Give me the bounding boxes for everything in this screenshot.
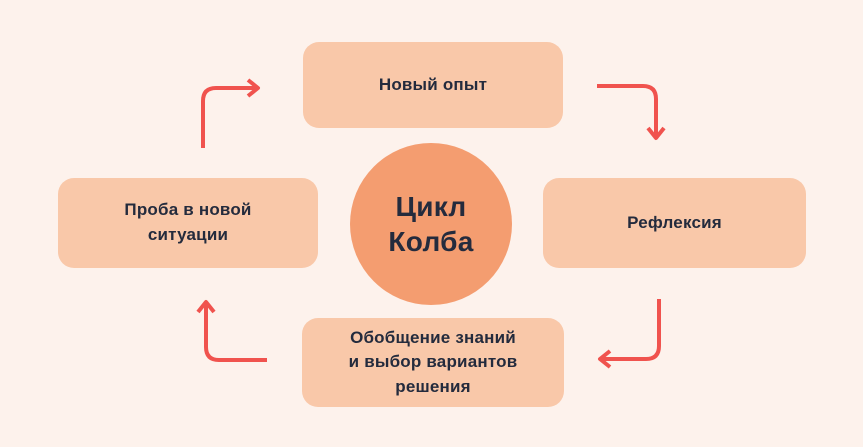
diagram-title: Цикл Колба bbox=[388, 191, 474, 257]
arrow-top-to-right-icon bbox=[597, 84, 666, 140]
node-generalization: Обобщение знаний и выбор вариантов решен… bbox=[302, 318, 564, 407]
node-label: Рефлексия bbox=[627, 212, 722, 232]
arrow-bottom-to-left-icon bbox=[196, 300, 267, 362]
node-label: Обобщение знаний и выбор вариантов решен… bbox=[348, 327, 518, 396]
arrow-right-to-bottom-icon bbox=[598, 299, 661, 369]
center-circle-title: Цикл Колба bbox=[350, 143, 512, 305]
node-reflection: Рефлексия bbox=[543, 178, 806, 268]
node-label: Проба в новой ситуации bbox=[124, 200, 252, 244]
arrow-left-to-top-icon bbox=[201, 78, 260, 148]
node-trial-new-situation: Проба в новой ситуации bbox=[58, 178, 318, 268]
node-new-experience: Новый опыт bbox=[303, 42, 563, 128]
node-label: Новый опыт bbox=[378, 74, 488, 94]
